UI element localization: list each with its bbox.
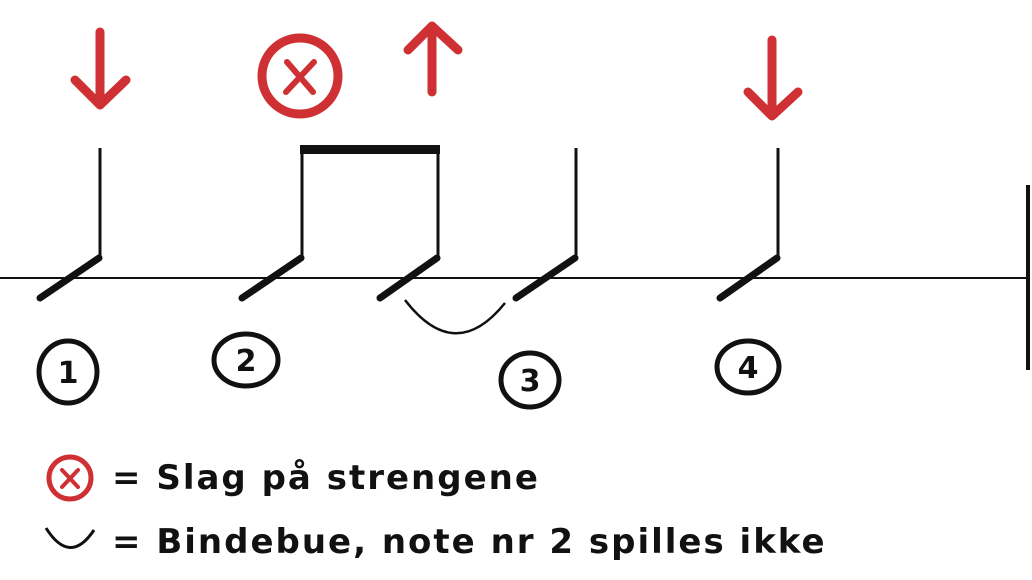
- slash-notehead: [716, 254, 781, 302]
- legend-text: = Slag på strengene: [112, 458, 540, 498]
- beat-number-label: 3: [520, 364, 541, 399]
- tie-arc-icon: [44, 527, 96, 549]
- legend-tie: = Bindebue, note nr 2 spilles ikke: [40, 518, 1030, 568]
- beat-number-label: 1: [58, 356, 79, 391]
- circled-x-icon: [257, 33, 343, 119]
- beat-number-2: 2: [211, 331, 281, 389]
- legend-text: = Bindebue, note nr 2 spilles ikke: [112, 522, 827, 562]
- down-arrow-icon: [70, 27, 131, 110]
- eighth-beam: [300, 145, 440, 154]
- beat-number-4: 4: [714, 338, 782, 396]
- beat-number-1: 1: [36, 338, 100, 406]
- slash-notehead: [376, 254, 441, 302]
- beat-number-label: 2: [236, 344, 257, 379]
- up-arrow-icon: [403, 21, 463, 97]
- rhythm-diagram: 1 2 3 4: [0, 21, 1030, 410]
- slash-notehead: [512, 254, 579, 302]
- slash-notehead: [36, 254, 103, 302]
- beat-number-3: 3: [498, 350, 562, 410]
- down-arrow-icon: [743, 35, 803, 121]
- tie-arc: [404, 299, 506, 335]
- slash-notehead: [238, 254, 305, 302]
- beat-number-label: 4: [738, 351, 759, 386]
- legend-muted-strum: = Slag på strengene: [40, 454, 1030, 504]
- circled-x-icon: [46, 454, 94, 502]
